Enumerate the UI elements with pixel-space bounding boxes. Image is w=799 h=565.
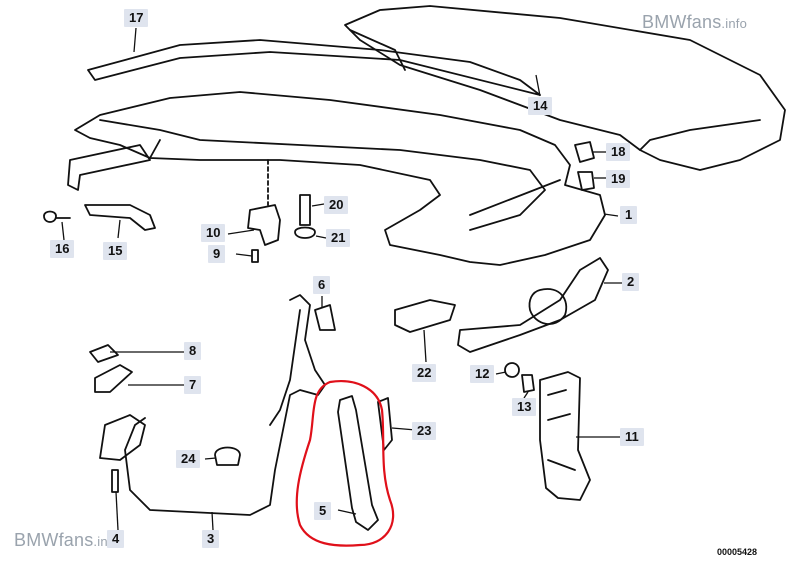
callout-21[interactable]: 21 — [326, 229, 351, 247]
callout-4[interactable]: 4 — [107, 530, 125, 548]
callout-11[interactable]: 11 — [620, 428, 644, 446]
part-4-hinge — [99, 414, 146, 461]
callout-22[interactable]: 22 — [412, 364, 437, 382]
part-11-bracket — [539, 371, 591, 501]
callout-3[interactable]: 3 — [202, 530, 220, 548]
watermark-top-brand: BMWfans — [642, 12, 722, 32]
callout-7[interactable]: 7 — [184, 376, 202, 394]
callout-13[interactable]: 13 — [512, 398, 537, 416]
callout-9[interactable]: 9 — [208, 245, 226, 263]
callout-24[interactable]: 24 — [176, 450, 201, 468]
callout-19[interactable]: 19 — [606, 170, 631, 188]
diagram-code: 00005428 — [716, 547, 757, 557]
callout-8[interactable]: 8 — [184, 342, 202, 360]
part-14-cover — [344, 5, 786, 171]
part-1-lid — [74, 91, 606, 266]
callout-10[interactable]: 10 — [201, 224, 226, 242]
watermark-top: BMWfans.info — [642, 12, 747, 33]
callout-6[interactable]: 6 — [313, 276, 331, 294]
watermark-bottom-brand: BMWfans — [14, 530, 94, 550]
callout-12[interactable]: 12 — [470, 365, 495, 383]
part-22-clip — [394, 299, 456, 333]
part-5-gas-strut — [337, 395, 379, 531]
part-10-bracket — [247, 204, 281, 246]
callout-1[interactable]: 1 — [620, 206, 638, 224]
part-3-arm — [124, 294, 326, 516]
callout-14[interactable]: 14 — [528, 97, 553, 115]
callout-20[interactable]: 20 — [324, 196, 349, 214]
part-17-strip — [87, 39, 541, 96]
callout-16[interactable]: 16 — [50, 240, 75, 258]
callout-15[interactable]: 15 — [103, 242, 128, 260]
watermark-top-suffix: .info — [721, 16, 747, 31]
callout-18[interactable]: 18 — [606, 143, 631, 161]
callout-5[interactable]: 5 — [314, 502, 332, 520]
part-2-strip — [457, 257, 609, 353]
callout-2[interactable]: 2 — [622, 273, 640, 291]
callout-23[interactable]: 23 — [412, 422, 437, 440]
watermark-bottom: BMWfans.info — [14, 530, 119, 551]
callout-17[interactable]: 17 — [124, 9, 149, 27]
part-15-handle — [84, 204, 156, 231]
highlight-outline — [295, 380, 395, 547]
